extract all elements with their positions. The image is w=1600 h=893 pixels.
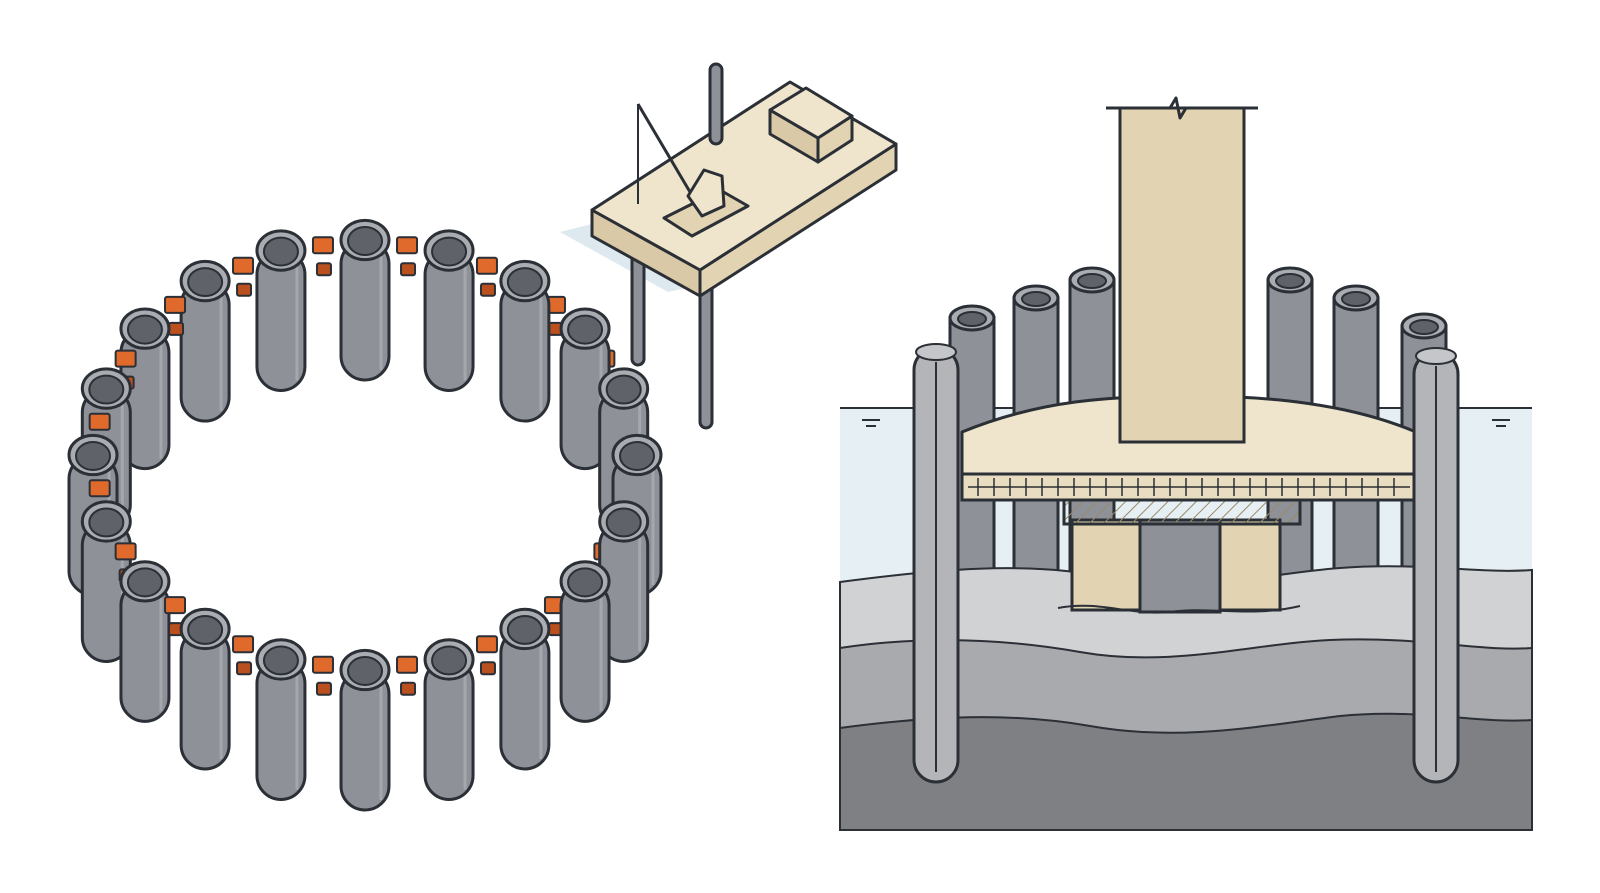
pile-bore <box>619 441 655 471</box>
interlock-clip <box>168 321 185 336</box>
pile-bore <box>431 236 468 267</box>
barge-mast <box>708 62 724 146</box>
crane-barge <box>560 62 898 430</box>
spud-leg <box>698 278 714 430</box>
foundation-pile-concrete <box>1070 518 1142 612</box>
sheet-pile <box>164 596 231 771</box>
pile-bore <box>506 614 543 645</box>
interlock-clip <box>164 295 187 314</box>
sediment-lower <box>839 712 1533 831</box>
sheet-pile <box>339 218 419 382</box>
interlock-clip <box>236 661 253 676</box>
pier-cross-section <box>839 96 1533 831</box>
interlock-clip <box>88 412 111 431</box>
pile-bore <box>1021 291 1051 307</box>
pile-bore <box>187 614 224 645</box>
crane-cab <box>686 168 726 218</box>
front-sheet-pile <box>912 343 960 784</box>
scour-line <box>1057 604 1301 614</box>
pile-bore <box>957 311 987 327</box>
interlock-clip <box>232 256 255 275</box>
pile-bore <box>1341 291 1371 307</box>
interlock-clip <box>88 479 111 498</box>
pile-bore <box>1409 319 1439 335</box>
break-line-icon <box>1106 96 1258 120</box>
interlock-clip <box>479 661 496 676</box>
pile-bore <box>347 656 383 686</box>
sheet-pile <box>311 648 391 812</box>
water-level-icon <box>862 419 1510 427</box>
pile-rim <box>1415 347 1457 365</box>
sheet-pile <box>475 607 551 771</box>
interlock-clip <box>311 236 334 255</box>
pile-bore <box>1275 273 1305 289</box>
sheet-pile <box>114 542 171 723</box>
interlock-clip <box>400 262 417 277</box>
interlock-clip <box>475 635 498 654</box>
sheet-pile <box>255 229 334 393</box>
pile-bore <box>1077 273 1107 289</box>
pile-bore <box>605 507 642 538</box>
pile-bore <box>506 267 543 298</box>
interlock-clip <box>475 256 498 275</box>
crane-boom <box>636 103 692 193</box>
pile-bore <box>347 226 383 256</box>
sheet-pile <box>179 256 255 423</box>
pile-bore <box>262 645 299 676</box>
interlock-clip <box>396 236 419 255</box>
foundation-pile-steel <box>1138 518 1222 614</box>
deckhouse-top <box>768 86 854 140</box>
pile-bore <box>431 645 468 676</box>
interlock-clip <box>400 681 417 696</box>
pile-bore <box>88 507 125 538</box>
pier-column <box>1118 106 1246 444</box>
pile-bore <box>75 441 111 471</box>
sheet-pile <box>543 560 611 723</box>
pile-cap-seal-hatch <box>1062 498 1302 526</box>
interlock-clip <box>311 655 334 674</box>
interlock-clip <box>315 681 332 696</box>
interlock-clip <box>236 282 253 297</box>
front-sheet-pile <box>1412 347 1460 784</box>
interlock-clip <box>479 282 496 297</box>
pile-bore <box>262 236 299 267</box>
pile-rim <box>915 343 957 361</box>
pile-bore <box>88 374 125 405</box>
sheet-pile <box>593 500 650 663</box>
interlock-clip <box>315 262 332 277</box>
interlock-clip <box>396 655 419 674</box>
pile-bore <box>126 567 163 598</box>
sheet-pile <box>423 229 498 393</box>
sheet-pile <box>232 635 307 801</box>
interlock-clip <box>164 596 187 615</box>
pile-bore <box>567 567 604 598</box>
front-sheet-piles <box>912 343 1460 784</box>
pile-bore <box>605 374 642 405</box>
sheet-pile <box>499 259 566 423</box>
pile-bore <box>187 267 224 298</box>
sheet-pile <box>396 638 475 801</box>
interlock-clip <box>114 349 137 368</box>
interlock-clip <box>114 542 137 561</box>
pile-bore <box>126 314 163 345</box>
pile-bore <box>567 314 604 345</box>
interlock-clip <box>232 635 255 654</box>
sheet-pile-ring <box>67 218 663 812</box>
foundation-pile-concrete <box>1218 518 1282 612</box>
